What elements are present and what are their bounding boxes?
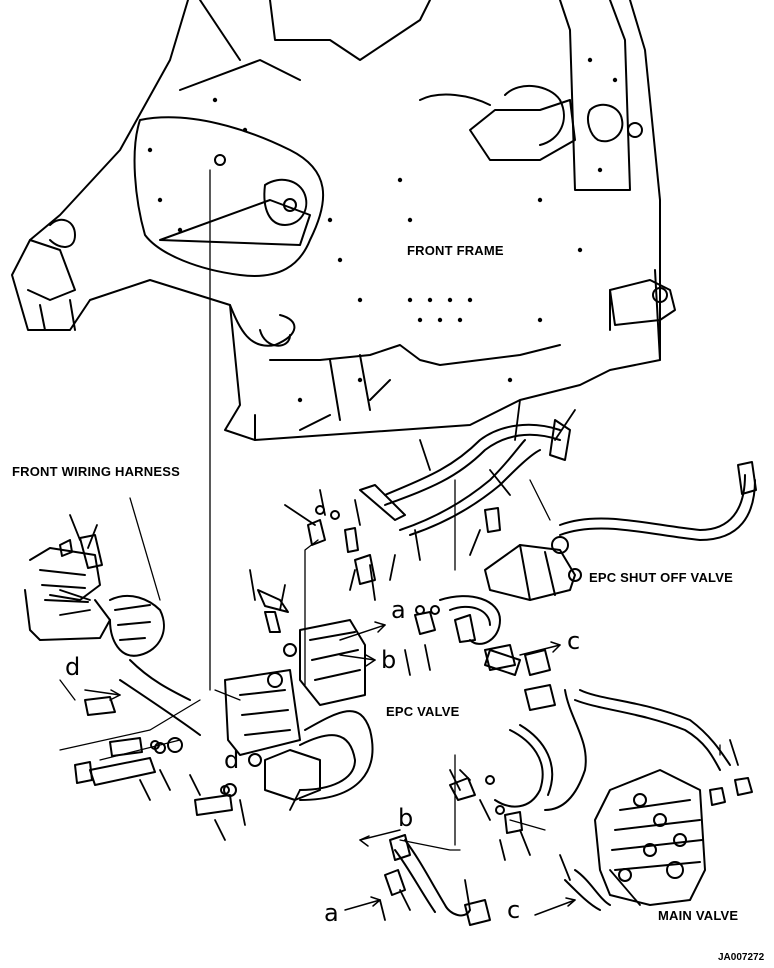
marker-a-bottom: a [324, 899, 339, 927]
epc-valve-label: EPC VALVE [386, 704, 460, 719]
marker-d-mid: d [224, 746, 240, 774]
main-valve-label: MAIN VALVE [658, 908, 739, 923]
drawing-code: JA007272 [718, 952, 765, 963]
marker-d-left: d [65, 653, 81, 681]
front-frame-drawing [12, 0, 675, 440]
frame-bolt-holes [147, 57, 618, 403]
epc-shut-off-valve-label: EPC SHUT OFF VALVE [589, 570, 733, 585]
marker-b-top: b [381, 646, 397, 674]
front-wiring-harness-label: FRONT WIRING HARNESS [12, 464, 180, 479]
marker-b-bottom: b [398, 804, 414, 832]
upper-hoses [360, 420, 570, 535]
direction-arrows [85, 622, 575, 915]
fittings-and-bolts [60, 506, 752, 925]
marker-c-top: c [567, 627, 581, 655]
wiring-harness-bracket [25, 548, 200, 735]
marker-c-bottom: c [507, 896, 521, 924]
main-valve-body [565, 770, 705, 910]
epc-valve-body [225, 620, 372, 800]
mid-hoses [395, 596, 730, 915]
callout-leaders [60, 400, 738, 920]
epc-shut-off-valve-body [485, 462, 756, 600]
marker-a-top: a [391, 596, 406, 624]
front-frame-label: FRONT FRAME [407, 243, 504, 258]
